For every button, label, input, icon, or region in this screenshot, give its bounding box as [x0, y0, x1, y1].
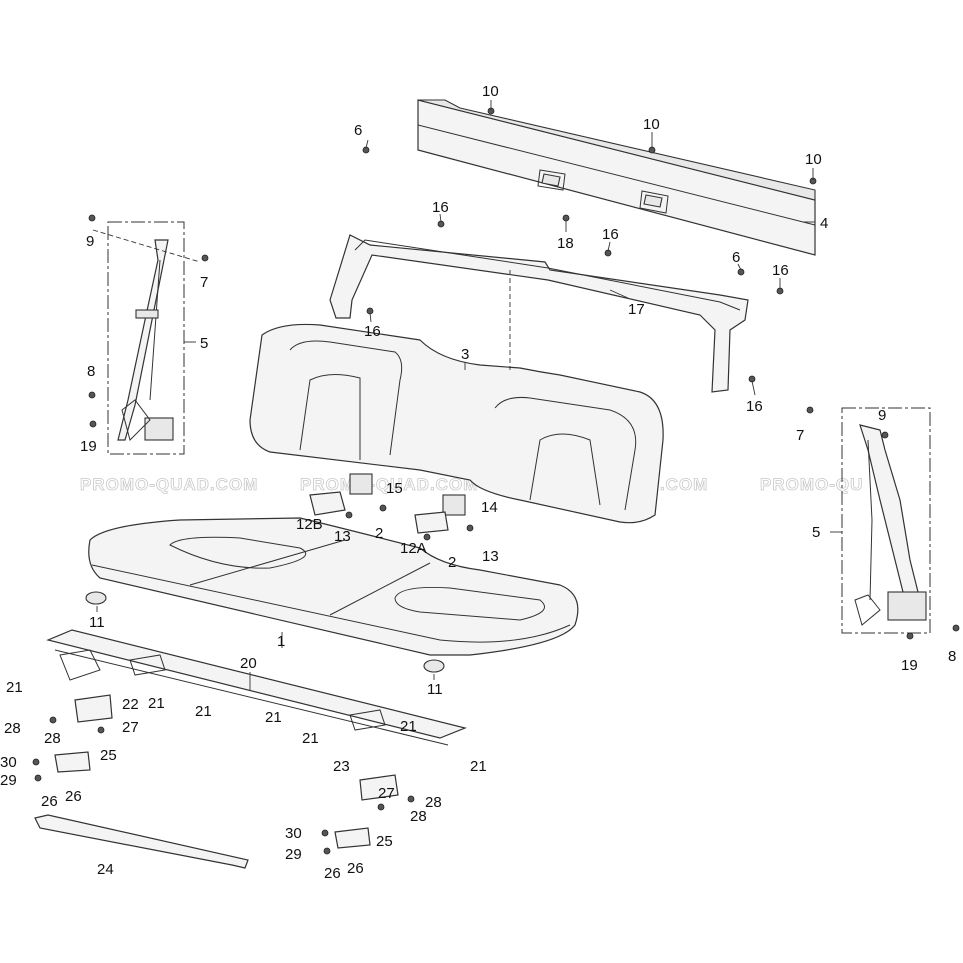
callout-21-b: 21	[148, 695, 165, 712]
callout-10-c: 10	[805, 151, 822, 168]
callout-12B: 12B	[296, 516, 323, 533]
callout-8-a: 8	[87, 363, 95, 380]
callout-27-a: 27	[122, 719, 139, 736]
callout-27-b: 27	[378, 785, 395, 802]
seat-frame-part-20	[46, 629, 467, 746]
seatback-cushion-part-3	[249, 323, 664, 524]
buckle-parts	[309, 473, 466, 534]
rear-panel-part-4	[417, 99, 816, 256]
callout-20: 20	[240, 655, 257, 672]
callout-28-c: 28	[425, 794, 442, 811]
callout-16-e: 16	[746, 398, 763, 415]
callout-7-b: 7	[796, 427, 804, 444]
callout-6-a: 6	[354, 122, 362, 139]
callout-16-d: 16	[364, 323, 381, 340]
leader-lines	[96, 100, 842, 690]
callout-2-b: 2	[448, 554, 456, 571]
callout-5-b: 5	[812, 524, 820, 541]
callout-19-a: 19	[80, 438, 97, 455]
callout-26-d: 26	[347, 860, 364, 877]
seat-cushion-part-1	[88, 517, 579, 656]
callout-11-b: 11	[427, 681, 443, 698]
callout-21-e: 21	[302, 730, 319, 747]
callout-14: 14	[481, 499, 498, 516]
callout-26-a: 26	[41, 793, 58, 810]
callout-30-a: 30	[0, 754, 17, 771]
callout-12A: 12A	[400, 540, 427, 557]
seatbelt-right-part-5	[841, 407, 931, 634]
callout-16-a: 16	[432, 199, 449, 216]
bracket-right-part-23-25	[334, 774, 399, 849]
callout-25-a: 25	[100, 747, 117, 764]
callout-3: 3	[461, 346, 469, 363]
callout-15: 15	[386, 480, 403, 497]
callout-11-a: 11	[89, 614, 105, 631]
callout-5-a: 5	[200, 335, 208, 352]
callout-28-a: 28	[4, 720, 21, 737]
callout-25-b: 25	[376, 833, 393, 850]
callout-21-f: 21	[400, 718, 417, 735]
callout-18: 18	[557, 235, 574, 252]
callout-29-a: 29	[0, 772, 17, 789]
callout-21-a: 21	[6, 679, 23, 696]
callout-13-a: 13	[334, 528, 351, 545]
callout-22: 22	[122, 696, 139, 713]
watermark-4: PROMO-QU	[760, 475, 863, 494]
callout-10-b: 10	[643, 116, 660, 133]
callout-17: 17	[628, 301, 645, 318]
callout-21-c: 21	[195, 703, 212, 720]
callout-19-b: 19	[901, 657, 918, 674]
callout-23: 23	[333, 758, 350, 775]
callout-9-b: 9	[878, 407, 886, 424]
fasteners	[32, 107, 960, 855]
callout-29-b: 29	[285, 846, 302, 863]
callout-30-b: 30	[285, 825, 302, 842]
callout-4: 4	[820, 215, 828, 232]
callout-28-b: 28	[44, 730, 61, 747]
seatback-frame-part-17	[329, 234, 749, 393]
callout-24: 24	[97, 861, 114, 878]
bracket-left-part-22-25	[54, 694, 113, 773]
callout-2-a: 2	[375, 525, 383, 542]
callout-13-b: 13	[482, 548, 499, 565]
seatbelt-left-part-5	[92, 221, 201, 455]
callout-6-b: 6	[732, 249, 740, 266]
callout-10-a: 10	[482, 83, 499, 100]
seat-foot-part-11	[85, 591, 445, 673]
callout-labels: 10 10 10 6 6 4 16 16 16 16 16 18 17 3 9 …	[0, 83, 956, 882]
callout-9-a: 9	[86, 233, 94, 250]
callout-16-c: 16	[772, 262, 789, 279]
callout-8-b: 8	[948, 648, 956, 665]
callout-21-g: 21	[470, 758, 487, 775]
watermark-2: PROMO-QUAD.COM	[300, 475, 478, 494]
callout-26-b: 26	[65, 788, 82, 805]
watermark-1: PROMO-QUAD.COM	[80, 475, 258, 494]
trim-strip-part-24	[34, 814, 249, 869]
callout-1: 1	[277, 633, 285, 650]
callout-28-d: 28	[410, 808, 427, 825]
callout-26-c: 26	[324, 865, 341, 882]
callout-21-d: 21	[265, 709, 282, 726]
callout-16-b: 16	[602, 226, 619, 243]
callout-7-a: 7	[200, 274, 208, 291]
